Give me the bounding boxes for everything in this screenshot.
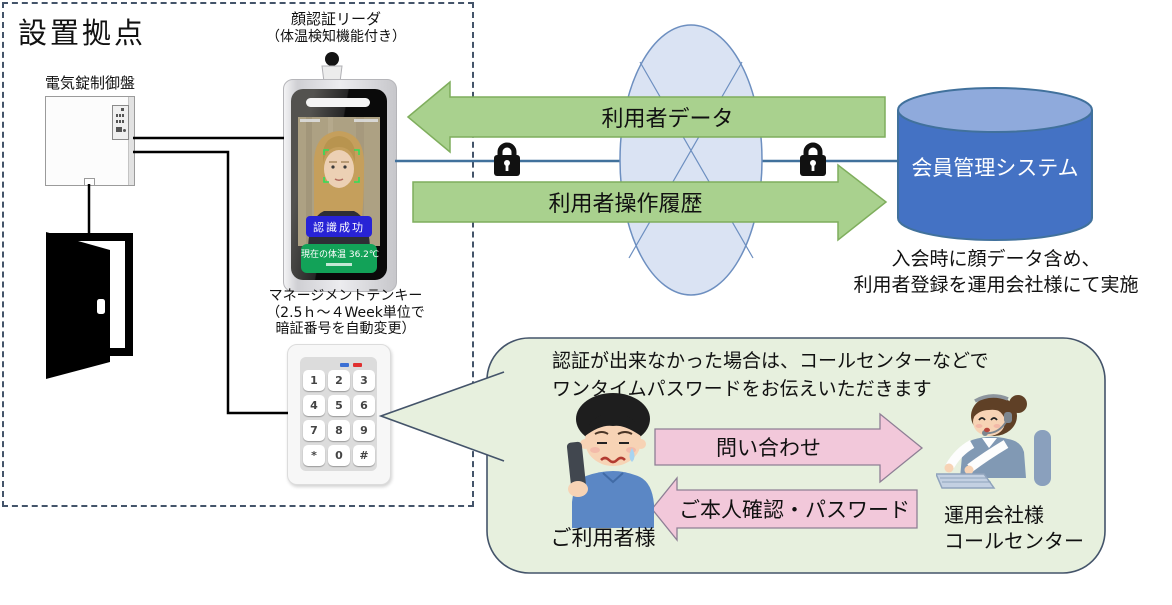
operator-label-line2: コールセンター [944, 528, 1084, 553]
verification-arrow [651, 476, 918, 542]
keypad-keys: 1 2 3 4 5 6 7 8 9 * 0 # [303, 370, 375, 466]
operator-label-line1: 運用会社様 [944, 502, 1044, 527]
lock-icon [494, 142, 520, 176]
chair [1034, 430, 1051, 486]
operation-history-arrow-label: 利用者操作履歴 [548, 192, 703, 217]
user-data-arrow-label: 利用者データ [601, 107, 734, 132]
user-data-arrow [406, 80, 886, 154]
face-reader-label-line2: （体温検知機能付き） [266, 29, 406, 45]
door-icon [46, 232, 133, 379]
keypad-key[interactable]: 2 [328, 370, 350, 391]
callout-bubble-tail [378, 371, 505, 462]
site-title: 設置拠点 [18, 16, 147, 50]
keyboard-icon [936, 473, 996, 489]
panel-indicator-block [112, 105, 129, 140]
network-ellipse [619, 24, 763, 296]
screen-header-left [300, 119, 320, 122]
registration-caption-line1: 入会時に顔データ含め、 [891, 247, 1101, 270]
keypad-key[interactable]: 3 [353, 370, 375, 391]
panel-side-bevel [128, 97, 134, 185]
verification-arrow-label: ご本人確認・パスワード [679, 498, 910, 522]
keypad-key[interactable]: 9 [353, 420, 375, 441]
inquiry-arrow-label: 問い合わせ [716, 436, 821, 460]
inquiry-arrow [654, 412, 924, 484]
keypad-led-blue [340, 363, 349, 367]
callout-text-line2: ワンタイムパスワードをお伝えいただきます [552, 377, 932, 400]
photo-face [324, 150, 354, 188]
callout-text-line1: 認証が出来なかった場合は、コールセンターなどで [552, 349, 989, 372]
keypad-key[interactable]: 5 [328, 395, 350, 416]
operation-history-arrow [412, 163, 888, 242]
keypad-key[interactable]: 7 [303, 420, 325, 441]
control-panel-label: 電気錠制御盤 [44, 74, 135, 92]
phone-icon [566, 441, 586, 489]
tear-drop [629, 448, 635, 462]
headset-band [974, 394, 1009, 403]
screen-header-right [354, 119, 378, 122]
temperature-banner: 現在の体温 36.2℃ [301, 244, 380, 273]
keypad-key[interactable]: 6 [353, 395, 375, 416]
keypad-label-line1: マネージメントテンキー [268, 288, 423, 304]
keypad-key[interactable]: 8 [328, 420, 350, 441]
keypad-label-line3: 暗証番号を自動変更） [275, 321, 416, 337]
member-db-cylinder [897, 87, 1093, 241]
keypad-key[interactable]: 0 [328, 445, 350, 466]
keypad-label-line2: （2.5ｈ～４Week単位で [266, 305, 425, 321]
keypad-led-red [353, 363, 362, 367]
keypad-key[interactable]: * [303, 445, 325, 466]
camera-lens-icon [325, 52, 339, 66]
registration-caption-line2: 利用者登録を運用会社様にて実施 [853, 273, 1139, 296]
member-db-label: 会員管理システム [911, 156, 1079, 180]
lock-icon [800, 142, 826, 176]
keypad-key[interactable]: 1 [303, 370, 325, 391]
operator-illustration [936, 394, 1051, 489]
face-reader-label-line1: 顔認証リーダ [290, 10, 381, 28]
connector-panel-to-keypad [133, 150, 288, 415]
recognition-result-banner: 認識成功 [306, 216, 372, 237]
temperature-text: 現在の体温 36.2℃ [301, 250, 380, 260]
site-boundary-box [2, 2, 474, 507]
reader-speaker-slot [306, 98, 370, 107]
temperature-subtext-bar [326, 263, 352, 266]
keypad-key[interactable]: # [353, 445, 375, 466]
headset-earpiece [1004, 412, 1012, 423]
face-detect-brackets [323, 149, 360, 183]
keypad-key[interactable]: 4 [303, 395, 325, 416]
user-illustration [566, 393, 654, 528]
user-label: ご利用者様 [550, 526, 656, 550]
